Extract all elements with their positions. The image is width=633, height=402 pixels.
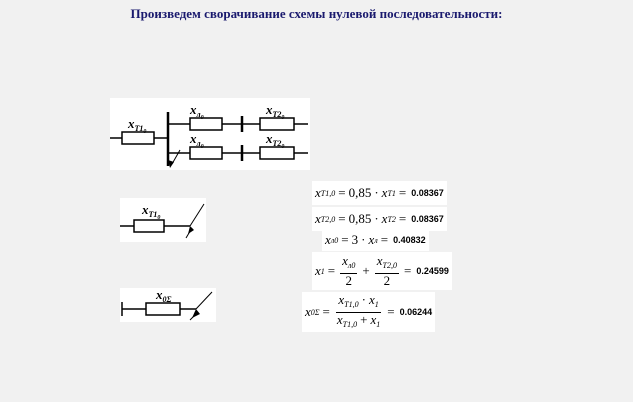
fraction: xT2,0 2 [374, 253, 399, 288]
circuit-diagram-equivalent: x0Σ [120, 288, 216, 322]
label-x0-sigma: x0Σ [155, 288, 172, 304]
result-value: 0.24599 [416, 266, 449, 276]
label-xt1-0: xT10 [127, 116, 146, 135]
fraction: xл0 2 [340, 253, 358, 288]
label-xt2-0-top: xT20 [265, 102, 284, 121]
result-value: 0.08367 [411, 188, 444, 198]
fault-arrow-icon [168, 160, 174, 168]
result-value: 0.06244 [399, 307, 433, 317]
label-xl0-bottom: xл0 [189, 131, 204, 150]
label-xl0-top: xл0 [189, 102, 204, 121]
fault-arrow-icon [189, 309, 200, 321]
fraction: xT1,0·x1 xT1,0+x1 [336, 291, 381, 329]
circuit-diagram-reduced: xT10 [120, 198, 206, 242]
label-xt1-0: xT10 [141, 202, 160, 221]
circuit-diagram-full: xT10 xл0 xT20 xл0 xT20 [110, 98, 310, 170]
result-value: 0.40832 [393, 235, 426, 245]
label-xt2-0-bottom: xT20 [265, 131, 284, 150]
result-value: 0.08367 [411, 214, 444, 224]
page-title: Произведем сворачивание схемы нулевой по… [130, 6, 503, 21]
fault-arrow-icon [185, 226, 194, 239]
